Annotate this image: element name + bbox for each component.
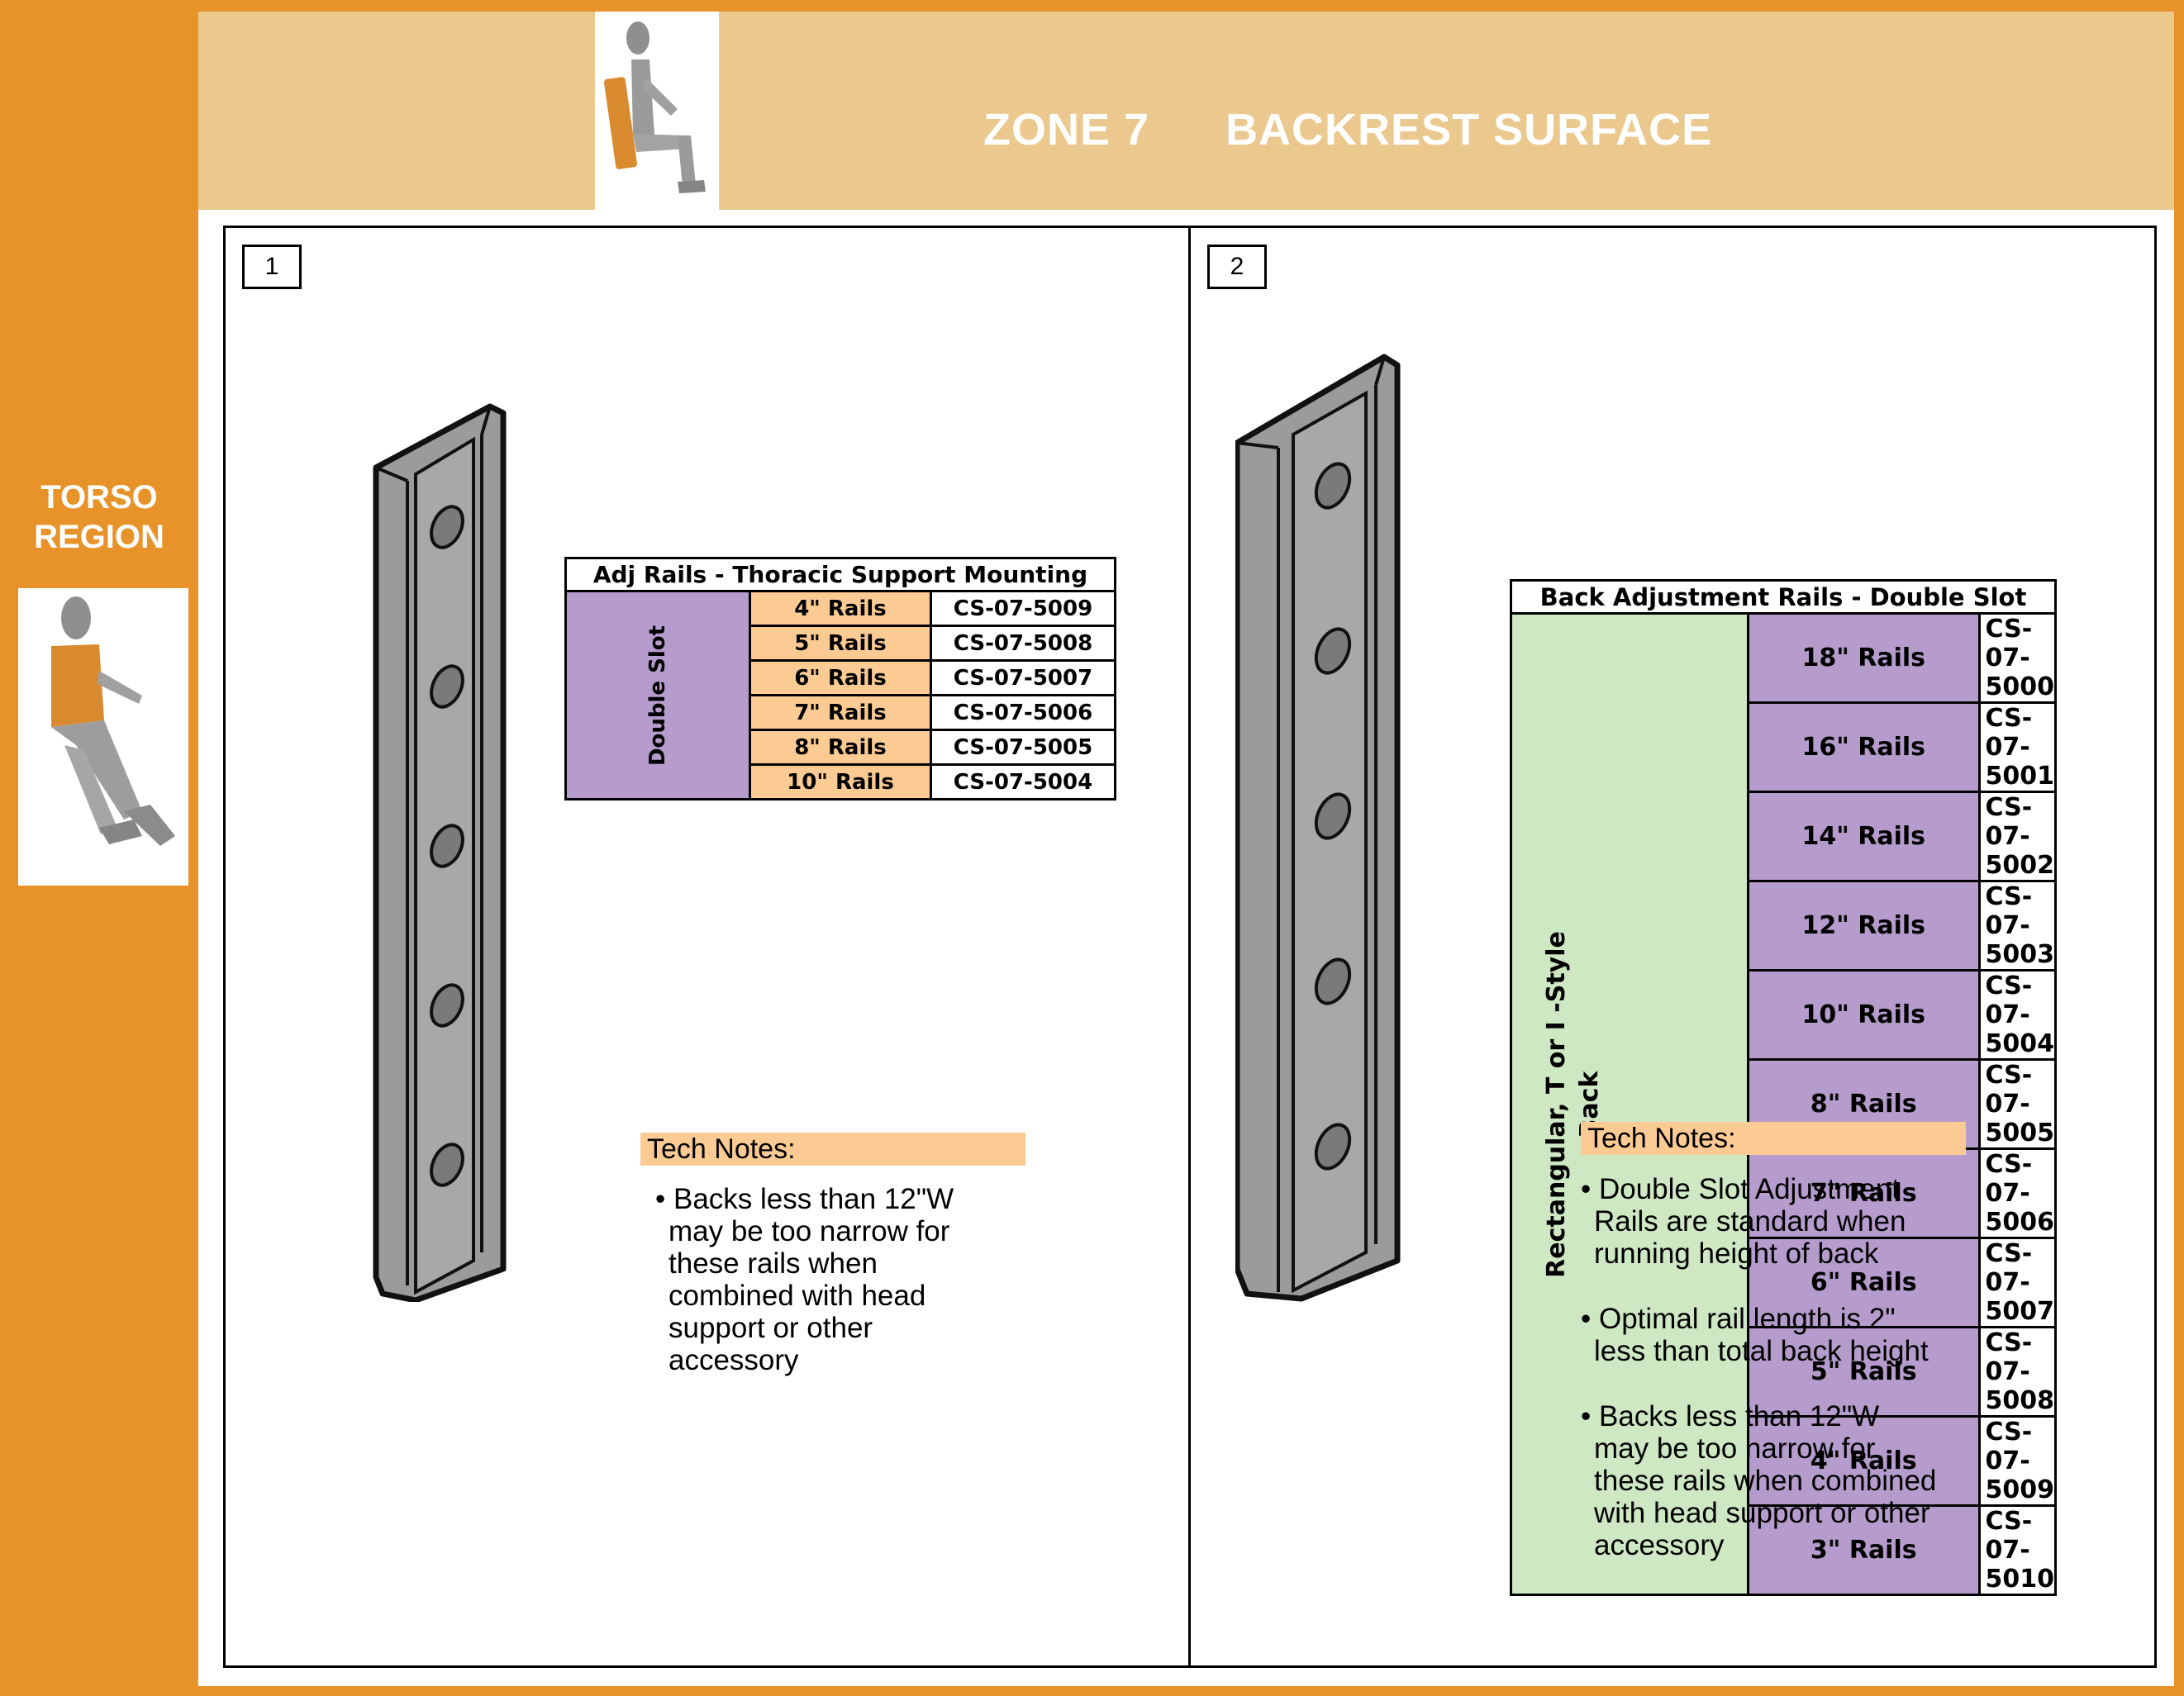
region-label: TORSO REGION xyxy=(0,477,198,557)
table-title: Back Adjustment Rails - Double Slot xyxy=(1510,579,2057,615)
right-border xyxy=(2174,0,2184,1696)
panel-2: 2 Back Adjustment Rails - Double Slot Re… xyxy=(1188,226,2157,1668)
region-line-2: REGION xyxy=(34,519,164,555)
zone-title-text: BACKREST SURFACE xyxy=(1225,105,1713,154)
part-number: CS-07-5008 xyxy=(930,625,1116,662)
rail-size: 5" Rails xyxy=(749,625,932,662)
rail-size: 14" Rails xyxy=(1747,791,1981,882)
part-number: CS-07-5005 xyxy=(1977,1058,2058,1150)
group-cell: Rectangular, T or I -Style Back xyxy=(1510,612,1749,1596)
rail-size: 18" Rails xyxy=(1747,612,1981,704)
group-cell: Double Slot xyxy=(564,590,751,800)
part-number: CS-07-5004 xyxy=(1977,969,2058,1061)
tech-note-item: • Optimal rail length is 2" less than to… xyxy=(1581,1303,1929,1367)
rail-size: 12" Rails xyxy=(1747,880,1981,972)
panel-1: 1 Adj Rails - Thoracic Support Mounting … xyxy=(223,226,1193,1668)
page-title: ZONE 7 BACKREST SURFACE xyxy=(983,104,1712,155)
header-band: ZONE 7 BACKREST SURFACE xyxy=(198,12,2174,221)
group-label: Double Slot xyxy=(645,625,670,766)
double-slot-rail-illustration xyxy=(1235,354,1401,1302)
top-border xyxy=(198,0,2184,12)
rail-size: 4" Rails xyxy=(1747,1415,1981,1507)
part-number: CS-07-5000 xyxy=(1977,612,2058,704)
part-number: CS-07-5003 xyxy=(1977,880,2058,972)
tech-note-item: • Backs less than 12"W may be too narrow… xyxy=(1581,1400,1937,1561)
part-number: CS-07-5007 xyxy=(930,659,1116,696)
bottom-border xyxy=(198,1686,2184,1696)
rail-size: 4" Rails xyxy=(749,590,932,627)
rail-size: 16" Rails xyxy=(1747,701,1981,793)
zone-label: ZONE 7 xyxy=(983,105,1150,154)
part-number: CS-07-5009 xyxy=(930,590,1116,627)
rail-size: 10" Rails xyxy=(1747,969,1981,1061)
rail-size: 8" Rails xyxy=(749,729,932,766)
part-number: CS-07-5002 xyxy=(1977,791,2058,882)
part-number: CS-07-5008 xyxy=(1977,1326,2058,1418)
tech-notes-heading: Tech Notes: xyxy=(640,1133,1025,1166)
tech-note-item: • Backs less than 12"W may be too narrow… xyxy=(655,1183,954,1376)
seated-figure-torso-icon xyxy=(18,588,188,886)
region-line-1: TORSO xyxy=(40,479,158,515)
rail-size: 5" Rails xyxy=(1747,1326,1981,1418)
table-title: Adj Rails - Thoracic Support Mounting xyxy=(564,557,1116,592)
thoracic-rails-table: Adj Rails - Thoracic Support Mounting Do… xyxy=(564,557,1116,800)
rail-size: 7" Rails xyxy=(749,694,932,731)
seated-figure-back-icon xyxy=(595,12,719,221)
part-number: CS-07-5007 xyxy=(1977,1237,2058,1328)
rail-size: 6" Rails xyxy=(1747,1237,1981,1328)
tech-notes-list: • Backs less than 12"W may be too narrow… xyxy=(649,1183,1004,1409)
panel-number-1: 1 xyxy=(242,245,302,289)
panel-number-2: 2 xyxy=(1207,245,1267,289)
part-number: CS-07-5006 xyxy=(1977,1147,2058,1239)
part-number: CS-07-5009 xyxy=(1977,1415,2058,1507)
part-number: CS-07-5005 xyxy=(930,729,1116,766)
rail-size: 3" Rails xyxy=(1747,1504,1981,1596)
rail-size: 10" Rails xyxy=(749,763,932,800)
part-number: CS-07-5006 xyxy=(930,694,1116,731)
tech-notes-list: • Double Slot Adjustment Rails are stand… xyxy=(1574,1173,1938,1594)
tech-notes-heading: Tech Notes: xyxy=(1581,1122,1966,1155)
double-slot-rail-illustration xyxy=(373,403,507,1302)
part-number: CS-07-5004 xyxy=(930,763,1116,800)
tech-note-item: • Double Slot Adjustment Rails are stand… xyxy=(1581,1173,1906,1270)
part-number: CS-07-5001 xyxy=(1977,701,2058,793)
rail-size: 6" Rails xyxy=(749,659,932,696)
back-adjustment-rails-table: Back Adjustment Rails - Double Slot Rect… xyxy=(1510,579,2058,1596)
part-number: CS-07-5010 xyxy=(1977,1504,2058,1596)
